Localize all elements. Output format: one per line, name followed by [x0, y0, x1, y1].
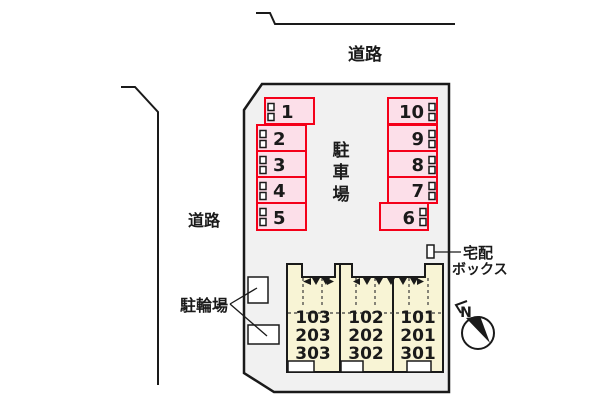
- wheel-stopper: [259, 207, 267, 217]
- road-line-top: [256, 12, 455, 25]
- room-number: 201: [400, 326, 436, 346]
- wheel-stopper: [267, 102, 275, 112]
- entrance: [340, 360, 364, 373]
- parking-space: 7: [387, 176, 438, 204]
- wheel-stopper: [428, 102, 436, 112]
- wheel-stopper: [428, 181, 436, 191]
- balcony-markers: [303, 278, 424, 285]
- wheel-stopper: [259, 129, 267, 139]
- wheel-stopper: [428, 129, 436, 139]
- compass: N: [454, 300, 495, 350]
- leader-line: [229, 303, 268, 337]
- wheel-stopper: [259, 165, 267, 175]
- wheel-stopper: [259, 155, 267, 165]
- bicycle-area: [247, 324, 280, 345]
- room-number: 203: [295, 326, 331, 346]
- parking-space: 3: [256, 150, 307, 178]
- parking-area-label-char1: 駐: [333, 140, 350, 161]
- parking-space: 2: [256, 124, 307, 152]
- unit-room-numbers: 103 203 303 102 202 302 101 201 301: [295, 308, 436, 364]
- interior-dashed-lines: [288, 278, 442, 314]
- building-outline: [286, 263, 444, 373]
- compass-needle: [466, 316, 490, 343]
- wheel-stopper: [428, 191, 436, 201]
- wheel-stopper: [259, 139, 267, 149]
- wheel-stopper: [259, 191, 267, 201]
- wheel-stopper: [428, 155, 436, 165]
- wheel-stopper: [267, 112, 275, 122]
- parking-spaces-right: 10 9 8 7 6: [379, 97, 438, 231]
- parking-space: 10: [387, 97, 438, 125]
- room-number: 202: [348, 326, 384, 346]
- parking-area-label: 駐 車 場: [333, 140, 350, 205]
- bicycle-area: [247, 276, 269, 304]
- parking-spaces-left: 1 2 3 4 5: [256, 97, 315, 231]
- bicycle-parking: 駐輪場: [180, 276, 280, 345]
- bicycle-parking-label: 駐輪場: [180, 296, 228, 315]
- room-number: 101: [400, 308, 436, 328]
- wheel-stopper: [419, 207, 427, 217]
- space-number: 4: [273, 181, 286, 202]
- wheel-stopper: [419, 217, 427, 227]
- parking-area-label-char3: 場: [333, 185, 350, 205]
- room-number: 303: [295, 344, 331, 364]
- space-number: 7: [411, 181, 424, 202]
- space-number: 9: [411, 129, 424, 150]
- road-label-left: 道路: [188, 211, 221, 230]
- delivery-box-shape: [426, 244, 435, 259]
- delivery-box-label-line2: ボックス: [452, 262, 508, 278]
- parking-space: 1: [264, 97, 315, 125]
- leader-line: [229, 287, 258, 305]
- parking-space: 8: [387, 150, 438, 178]
- wheel-stopper: [428, 165, 436, 175]
- north-label: N: [460, 305, 472, 321]
- parking-space: 5: [256, 202, 307, 231]
- space-number: 5: [273, 208, 286, 229]
- space-number: 3: [273, 155, 286, 176]
- wheel-stopper: [428, 112, 436, 122]
- entrance: [406, 360, 432, 373]
- wheel-stopper: [259, 181, 267, 191]
- road-label-top: 道路: [348, 44, 383, 65]
- room-number: 302: [348, 344, 384, 364]
- parking-space: 6: [379, 202, 429, 231]
- north-arrow-tick: [454, 300, 468, 314]
- space-number: 8: [411, 155, 424, 176]
- parking-area-label-char2: 車: [333, 162, 350, 183]
- space-number: 2: [273, 129, 286, 150]
- room-number: 103: [295, 308, 331, 328]
- delivery-box: 宅配 ボックス: [426, 244, 508, 278]
- road-line-left: [121, 86, 159, 385]
- wheel-stopper: [428, 139, 436, 149]
- parking-space: 4: [256, 176, 307, 204]
- entrance: [287, 360, 315, 373]
- room-number: 102: [348, 308, 384, 328]
- space-number: 6: [402, 208, 415, 229]
- delivery-box-label-line1: 宅配: [463, 244, 493, 262]
- space-number: 1: [281, 102, 294, 123]
- room-number: 301: [400, 344, 436, 364]
- wheel-stopper: [259, 217, 267, 227]
- space-number: 10: [399, 102, 424, 123]
- parking-space: 9: [387, 124, 438, 152]
- building: 103 203 303 102 202 302 101 201 301: [286, 263, 444, 373]
